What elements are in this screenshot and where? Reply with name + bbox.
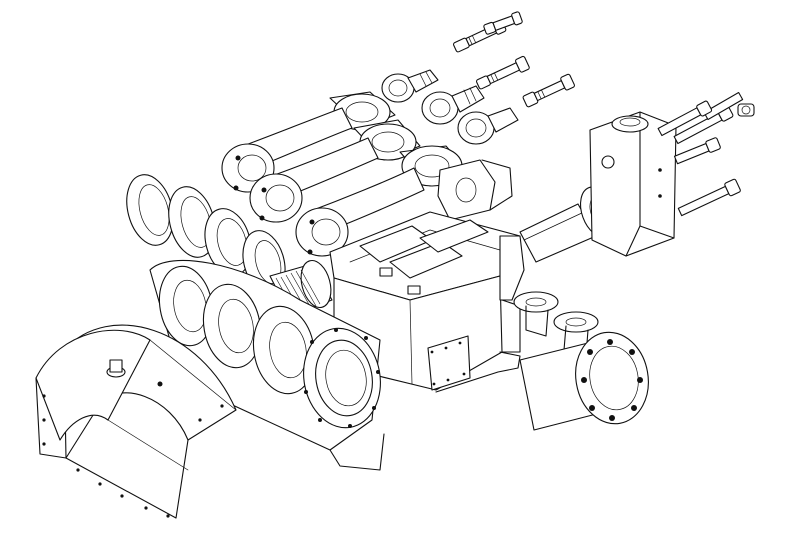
gear-guard-cover [35, 324, 237, 519]
crosshead-block [437, 159, 513, 221]
main-bearing-rings [126, 174, 286, 294]
fluid-end-module [519, 91, 744, 263]
suction-manifold [513, 291, 649, 431]
connecting-rods [221, 91, 469, 257]
power-end-frame [149, 211, 525, 471]
plunger-packing-group [381, 69, 755, 145]
upper-bolt-group [452, 11, 575, 108]
